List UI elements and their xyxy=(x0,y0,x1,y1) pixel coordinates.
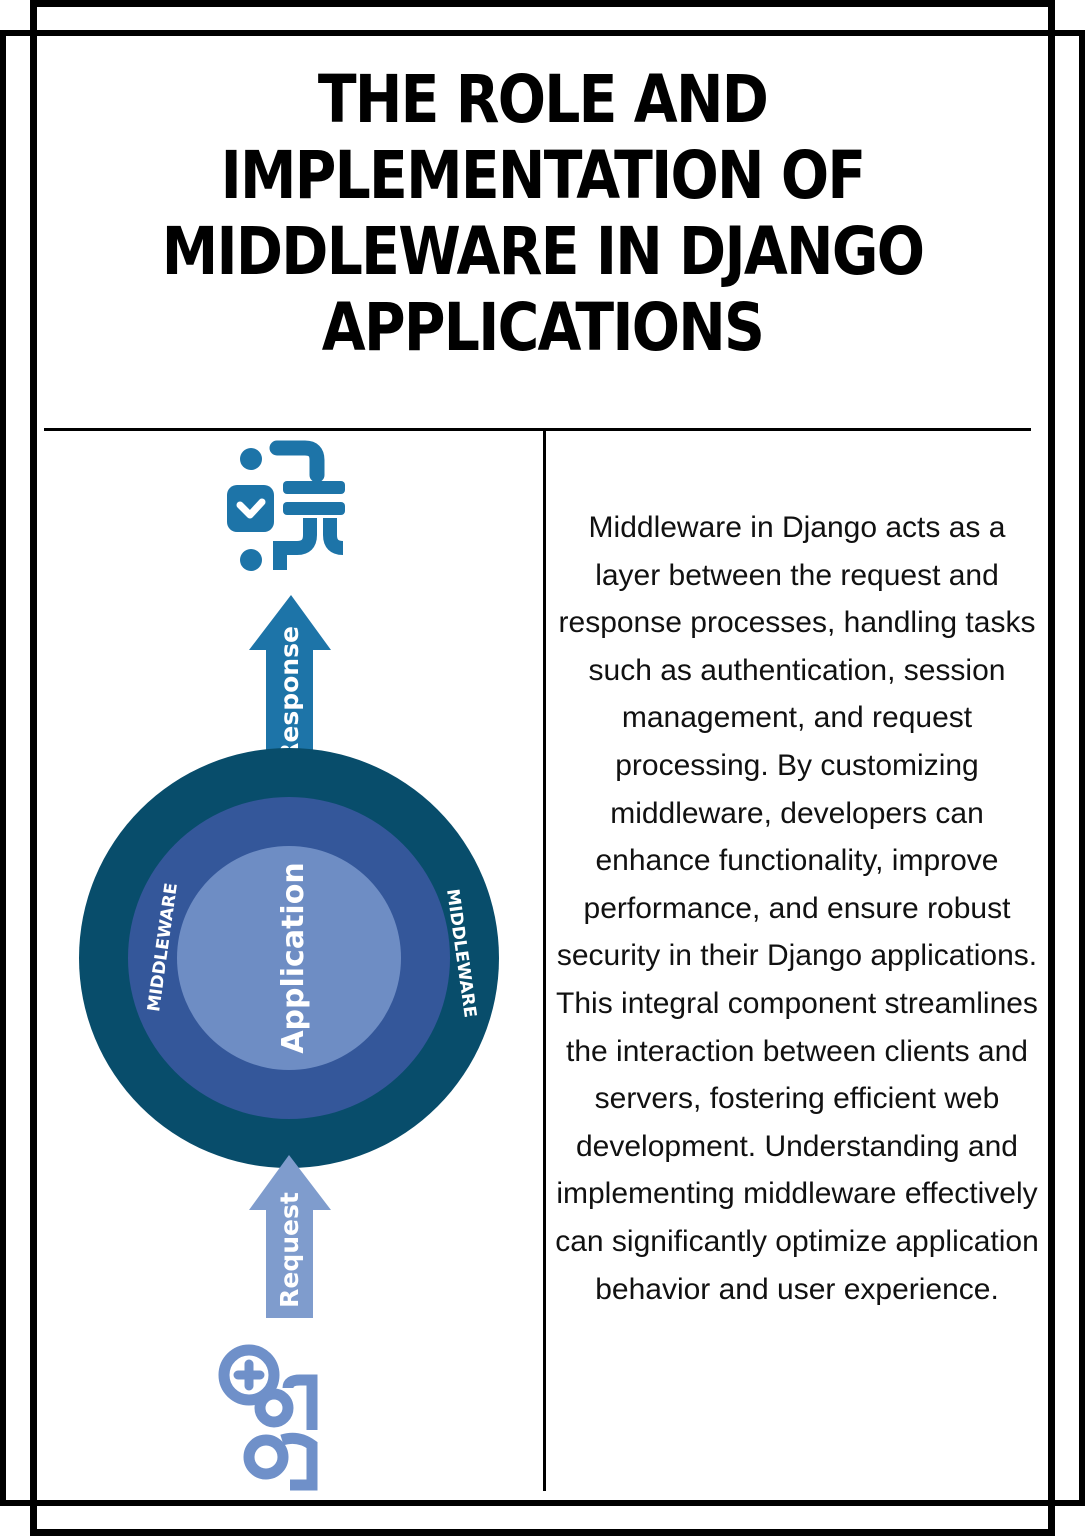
layer-circles: Application MIDDLEWARE MIDDLEWARE xyxy=(79,748,499,1168)
outer-frame xyxy=(0,30,1085,1506)
users-add-icon xyxy=(218,1344,318,1491)
server-network-icon xyxy=(227,440,345,571)
application-core xyxy=(177,846,401,1070)
description-text: Middleware in Django acts as a layer bet… xyxy=(555,511,1039,1306)
request-arrow: Request xyxy=(249,1155,331,1318)
response-arrow: Response xyxy=(249,595,331,762)
application-label: Application xyxy=(276,862,311,1053)
response-label: Response xyxy=(275,626,304,762)
vertical-divider xyxy=(543,431,546,1491)
inner-frame xyxy=(30,0,1055,1536)
request-label: Request xyxy=(275,1192,304,1308)
middleware-diagram: Response Application MIDDLEWARE MIDDLEWA… xyxy=(79,440,499,1491)
page-title: THE ROLE AND IMPLEMENTATION OF MIDDLEWAR… xyxy=(161,61,925,366)
horizontal-divider xyxy=(44,428,1031,431)
